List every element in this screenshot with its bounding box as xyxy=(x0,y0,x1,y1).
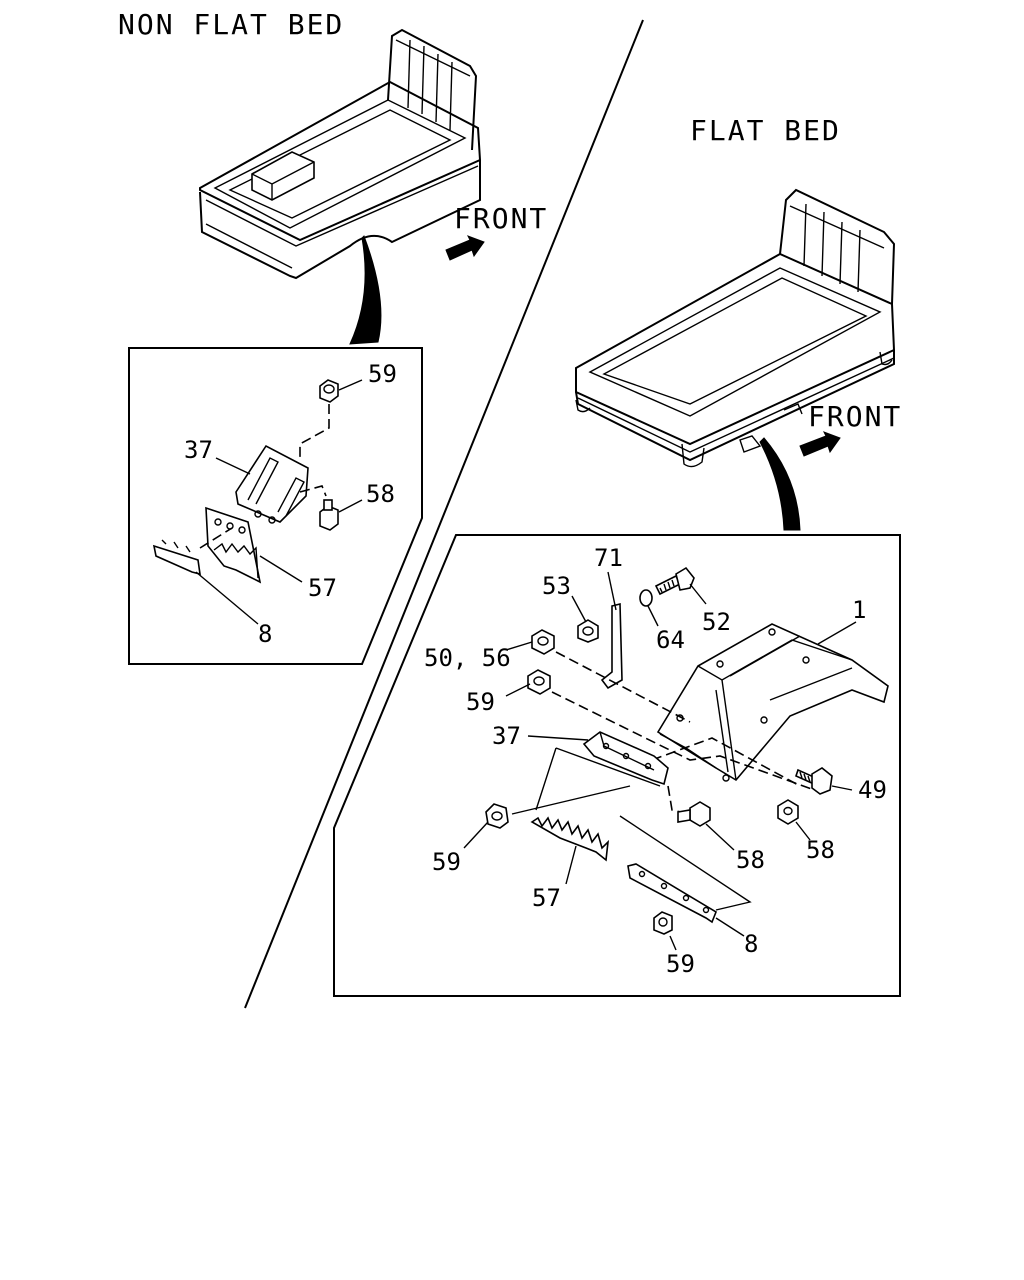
callout-8-left: 8 xyxy=(258,620,272,648)
non-flat-bed-truck xyxy=(199,28,482,280)
callout-49: 49 xyxy=(858,776,887,804)
leader-57-right xyxy=(565,845,577,885)
leader-57-left xyxy=(259,555,303,583)
bolt-58-middle xyxy=(677,801,711,827)
stay-71 xyxy=(600,602,623,690)
right-detail-frame xyxy=(333,534,901,997)
leader-8-right xyxy=(715,917,745,937)
callout-50-56: 50, 56 xyxy=(424,644,511,672)
leader-37-right xyxy=(527,735,589,741)
divider-line xyxy=(244,19,644,1009)
nut-59-lower-left xyxy=(485,803,509,829)
leader-59-bottom xyxy=(669,935,677,951)
front-arrow-icon xyxy=(445,235,485,261)
leader-58-left xyxy=(338,499,363,513)
front-arrow-icon-right xyxy=(799,431,841,457)
callout-37-left: 37 xyxy=(184,436,213,464)
callout-59-left: 59 xyxy=(368,360,397,388)
callout-58-middle: 58 xyxy=(736,846,765,874)
callout-59-upper: 59 xyxy=(466,688,495,716)
flap-top-edge xyxy=(555,747,661,787)
leader-58-right xyxy=(795,821,811,841)
callout-1: 1 xyxy=(852,596,866,624)
callout-57-left: 57 xyxy=(308,574,337,602)
leader-71 xyxy=(607,571,617,611)
front-label-right: FRONT xyxy=(808,400,902,433)
callout-57-right: 57 xyxy=(532,884,561,912)
leader-37-left xyxy=(215,457,251,475)
callout-8-right: 8 xyxy=(744,930,758,958)
leader-64 xyxy=(647,605,659,627)
curved-pointer-arrow-icon-right xyxy=(759,437,801,531)
washer-64 xyxy=(639,589,653,607)
strip-8-right xyxy=(627,863,717,924)
right-detail-parts xyxy=(485,566,889,935)
callout-59-bottom: 59 xyxy=(666,950,695,978)
left-detail-frame xyxy=(128,347,423,665)
nut-59-left xyxy=(319,379,339,403)
callout-58-left: 58 xyxy=(366,480,395,508)
curved-pointer-arrow-icon xyxy=(349,235,382,345)
callout-37-right: 37 xyxy=(492,722,521,750)
leader-49 xyxy=(831,785,853,791)
callout-58-right: 58 xyxy=(806,836,835,864)
callout-52: 52 xyxy=(702,608,731,636)
leader-58-middle xyxy=(705,823,735,851)
leader-59-lower-left xyxy=(463,821,489,849)
leader-59-upper xyxy=(505,683,531,697)
nut-59-upper xyxy=(527,669,551,695)
callout-71: 71 xyxy=(594,544,623,572)
leader-59-left xyxy=(338,379,363,391)
bolt-52 xyxy=(654,566,695,596)
leader-53 xyxy=(571,595,587,623)
title-flat-bed: FLAT BED xyxy=(690,114,841,147)
callout-64: 64 xyxy=(656,626,685,654)
mudguard-1 xyxy=(656,623,889,782)
left-detail-parts xyxy=(152,379,339,584)
nut-50-56 xyxy=(531,629,555,655)
flap-57 xyxy=(530,816,610,862)
nut-53 xyxy=(577,619,599,643)
flat-bed-truck xyxy=(575,188,896,468)
leader-1 xyxy=(817,621,857,645)
callout-53: 53 xyxy=(542,572,571,600)
nut-59-bottom xyxy=(653,911,673,935)
front-label-left: FRONT xyxy=(454,202,548,235)
leader-8-left xyxy=(195,571,259,625)
title-non-flat-bed: NON FLAT BED xyxy=(118,8,344,41)
callout-59-lower-left: 59 xyxy=(432,848,461,876)
bolt-49 xyxy=(795,767,833,795)
bolt-58-right xyxy=(777,799,799,825)
leader-52 xyxy=(689,583,707,605)
bolt-58-left xyxy=(319,499,339,531)
leader-50-56 xyxy=(505,641,533,651)
